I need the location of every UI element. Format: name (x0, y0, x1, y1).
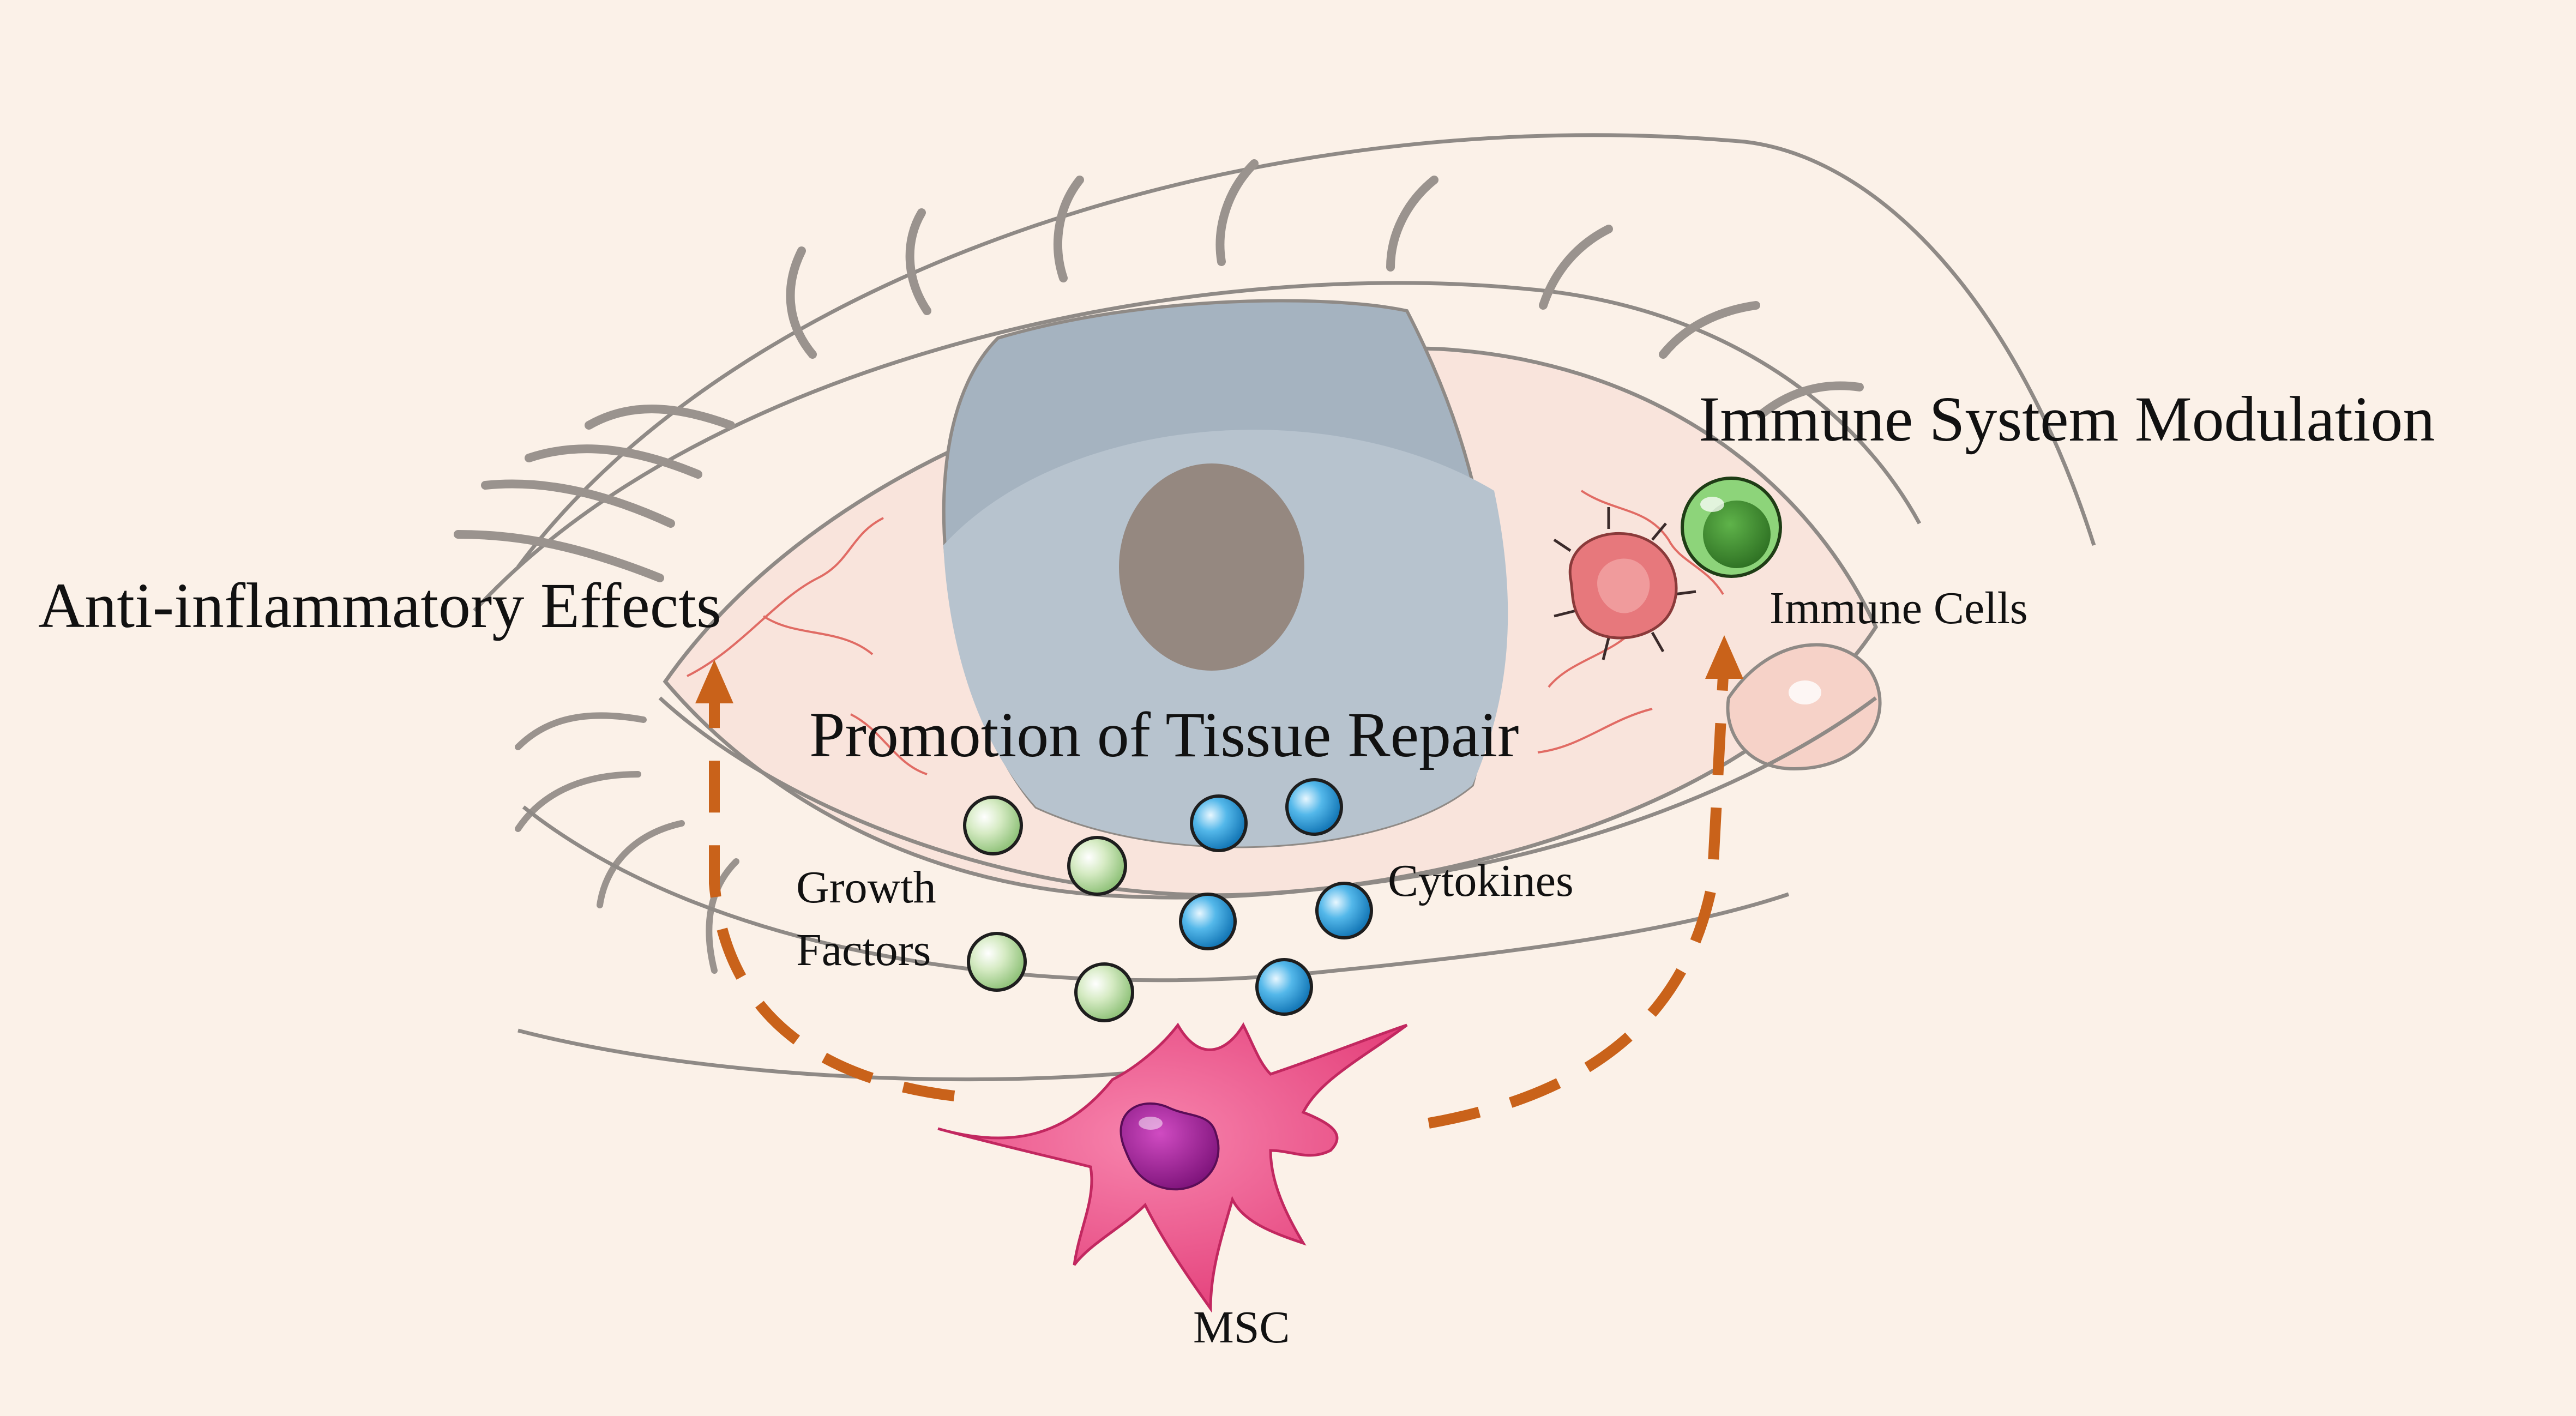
red-macrophage-icon (1553, 507, 1696, 660)
lower-lid-line (658, 696, 1877, 897)
green-lymphocyte-icon (1681, 477, 1782, 578)
blue-sphere-icon (1179, 893, 1237, 950)
label-growth-factors-line1: Growth (796, 862, 936, 913)
label-anti-inflammatory: Anti-inflammatory Effects (38, 570, 721, 641)
label-growth-factors-line2: Factors (796, 925, 931, 975)
arrowhead-right (1705, 635, 1743, 679)
blue-sphere-icon (1285, 778, 1343, 836)
blood-vessels (687, 490, 1724, 775)
lower-lid-fold (522, 805, 1790, 983)
blue-sphere-icon (1190, 794, 1248, 852)
arrowhead-left (695, 660, 733, 703)
pupil (1119, 463, 1304, 671)
label-msc: MSC (1193, 1302, 1290, 1353)
caruncle-highlight (1789, 680, 1821, 704)
cytokine-spheres (1179, 778, 1373, 1016)
dashed-arrow-up-right (1428, 676, 1729, 1129)
blue-sphere-icon (1315, 882, 1373, 939)
green-sphere-icon (1074, 962, 1134, 1022)
growth-factor-spheres (963, 796, 1134, 1022)
green-sphere-icon (1067, 836, 1127, 896)
blue-sphere-icon (1255, 958, 1313, 1016)
label-cytokines: Cytokines (1388, 855, 1574, 906)
green-sphere-icon (963, 796, 1023, 855)
label-immune-modulation: Immune System Modulation (1699, 383, 2435, 455)
dashed-arrow-up-left (709, 698, 955, 1101)
green-sphere-icon (967, 932, 1027, 992)
label-tissue-repair: Promotion of Tissue Repair (809, 699, 1519, 770)
label-immune-cells: Immune Cells (1770, 583, 2028, 634)
eye-illustration (454, 133, 2096, 1082)
caruncle (1726, 643, 1882, 771)
mesenchymal-stem-cell-icon (937, 1022, 1408, 1313)
lower-cheek-line (517, 1028, 1173, 1082)
eyelashes (454, 159, 1864, 582)
outer-eyelid-line (516, 133, 2096, 569)
